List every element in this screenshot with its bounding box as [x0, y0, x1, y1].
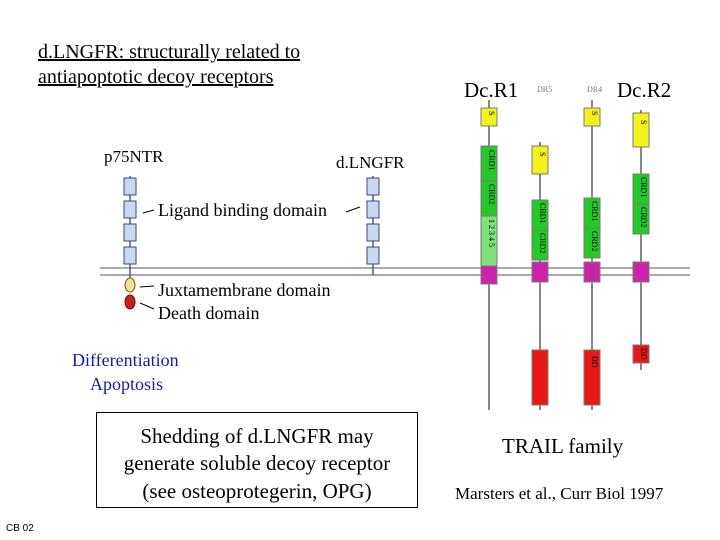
dr5-tm: [480, 265, 498, 285]
dcr2-dd: [632, 344, 650, 364]
dcr2-heading: Dc.R2: [617, 78, 672, 102]
dcr1-crd2: [531, 229, 549, 261]
shedding-note-box: Shedding of d.LNGFR may generate soluble…: [96, 412, 418, 508]
dlngfr-crd-4: [366, 246, 380, 265]
dr4-tm: [583, 261, 601, 283]
dr4-receptor: [583, 100, 601, 410]
dcr2-signal-label: S: [639, 120, 648, 125]
death-domain: [124, 294, 136, 310]
dcr1-tm: [531, 261, 549, 283]
differentiation-label: Differentiation: [72, 350, 179, 370]
dr4-crd2-label: CRD2: [590, 231, 599, 252]
dcr2-receptor: [632, 110, 650, 370]
slide-credit: CB 02: [6, 523, 34, 534]
dr4-small-label: DR4: [587, 85, 603, 94]
death-leader: [139, 302, 155, 310]
dr5-signal-label: S: [487, 111, 496, 116]
dcr2-crd2: [632, 203, 650, 235]
dr5-crd1-label: CRD1: [487, 150, 496, 171]
dr4-dd-label: DD: [590, 356, 599, 368]
title-line-2: antiapoptotic decoy receptors: [38, 66, 274, 88]
citation: Marsters et al., Curr Biol 1997: [455, 484, 664, 503]
dr5-crd2-label: CRD2: [487, 184, 496, 205]
p75ntr-crd-2: [123, 200, 137, 219]
apoptosis-label: Apoptosis: [90, 374, 164, 394]
dcr2-signal-peptide: [632, 112, 650, 148]
dcr1-crd2-label: CRD2: [538, 233, 547, 254]
death-domain-label: Death domain: [158, 303, 260, 323]
dcr1-heading: Dc.R1: [464, 78, 519, 102]
p75ntr-receptor: [123, 176, 137, 310]
p75ntr-crd-3: [123, 223, 137, 242]
juxtamembrane-domain: [124, 277, 136, 293]
title-line-1: d.LNGFR: structurally related to: [38, 41, 301, 63]
p75ntr-label: p75NTR: [104, 147, 164, 166]
shedding-line-1: Shedding of d.LNGFR may: [140, 424, 374, 448]
dr5-signal-peptide: [480, 107, 498, 127]
dlngfr-crd-2: [366, 200, 380, 219]
shedding-line-2: generate soluble decoy receptor: [123, 451, 391, 476]
ligand-binding-label: Ligand binding domain: [158, 200, 327, 220]
juxtamembrane-label: Juxtamembrane domain: [158, 280, 331, 300]
dr4-signal-peptide: [583, 107, 601, 127]
dcr2-crd1-label: CRD1: [639, 177, 648, 198]
dlngfr-crd-1: [366, 177, 380, 196]
dcr1-signal-peptide: [531, 145, 549, 175]
dcr1-receptor: [531, 142, 549, 410]
dcr1-crd1-label: CRD1: [538, 203, 547, 224]
dr5-repeats-label: 1 2 3 4 5: [487, 219, 496, 247]
dcr1-dd: [531, 349, 549, 406]
juxta-leader: [139, 285, 155, 288]
dlngfr-label: d.LNGFR: [336, 153, 405, 172]
dr5-receptor: [480, 100, 498, 410]
trail-family-label: TRAIL family: [502, 434, 624, 458]
dr4-crd1-label: CRD1: [590, 201, 599, 222]
dcr2-dd-label: DD: [639, 348, 648, 360]
dr4-signal-label: S: [590, 111, 599, 116]
dr4-dd: [583, 349, 601, 406]
dcr2-tm: [632, 261, 650, 283]
dlngfr-receptor: [366, 176, 380, 275]
shedding-line-3: (see osteoprotegerin, OPG): [142, 478, 372, 503]
slide-title: d.LNGFR: structurally related to antiapo…: [38, 40, 300, 90]
dcr1-signal-label: S: [538, 152, 547, 157]
ligand-leader-right: [345, 206, 361, 213]
dlngfr-crd-3: [366, 223, 380, 242]
dcr2-crd2-label: CRD2: [639, 207, 648, 228]
ligand-leader-left: [142, 209, 155, 214]
dr5-small-label: DR5: [537, 85, 553, 94]
p75ntr-crd-4: [123, 246, 137, 265]
dr4-crd2: [583, 227, 601, 259]
p75ntr-crd-1: [123, 177, 137, 196]
